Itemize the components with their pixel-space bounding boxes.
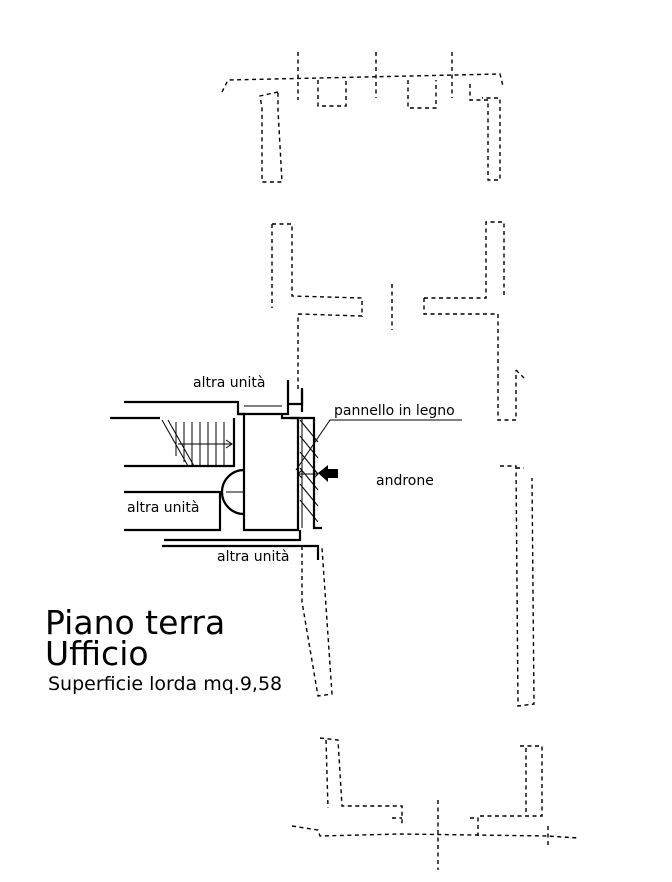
label-androne: androne (376, 473, 434, 489)
panel-leader-line (295, 419, 462, 471)
label-altra-unita-mid: altra unità (127, 500, 199, 516)
wooden-panel (297, 419, 319, 523)
title-surface: Superficie lorda mq.9,58 (48, 673, 282, 695)
title-floor: Piano terra (45, 603, 225, 642)
dashed-walls-bottom (291, 737, 579, 870)
dashed-walls-top (221, 52, 504, 183)
title-unit: Ufficio (45, 634, 149, 673)
solid-walls (110, 380, 322, 560)
label-pannello: pannello in legno (334, 403, 455, 419)
dashed-walls-middle (271, 221, 535, 707)
entrance-arrow-icon (318, 465, 338, 482)
label-altra-unita-bottom: altra unità (217, 549, 289, 565)
label-altra-unita-top: altra unità (193, 375, 265, 391)
stairs (161, 419, 233, 467)
